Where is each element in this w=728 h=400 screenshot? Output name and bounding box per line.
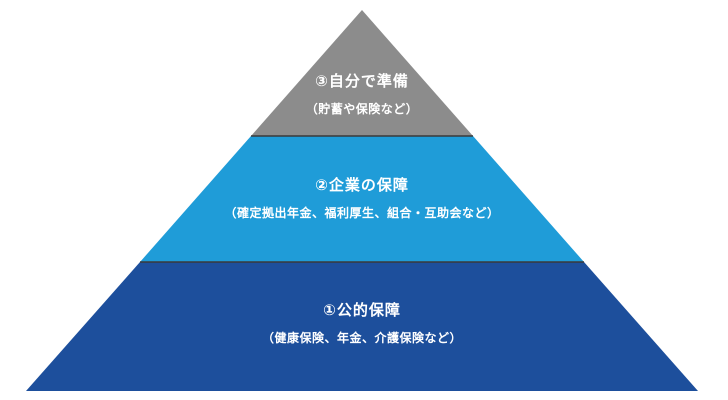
tier-self-preparation-sublabel: （貯蓄や保険など）: [306, 101, 419, 116]
tier-public-coverage-label: ①公的保障: [323, 301, 401, 319]
tier-self-preparation-label: ③自分で準備: [315, 72, 409, 90]
tier-public-coverage-sublabel: （健康保険、年金、介護保険など）: [262, 330, 462, 345]
tier-self-preparation-shape: [251, 10, 473, 136]
tier-company-coverage-shape: [140, 136, 584, 262]
tier-company-coverage-sublabel: （確定拠出年金、福利厚生、組合・互助会など）: [224, 205, 499, 220]
tier-public-coverage-shape: [26, 262, 698, 391]
tier-company-coverage-label: ②企業の保障: [315, 176, 409, 194]
